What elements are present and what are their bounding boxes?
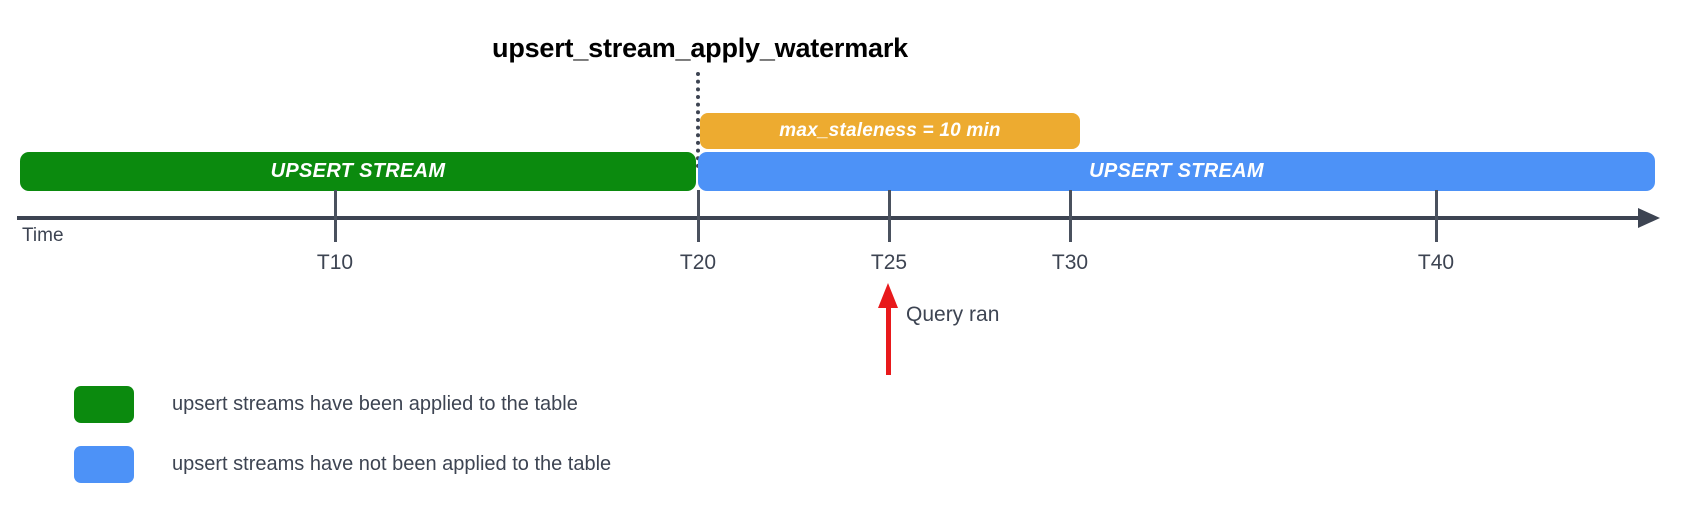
axis-tick-t10 — [334, 190, 337, 242]
axis-tick-label-t25: T25 — [870, 251, 908, 274]
max-staleness-label: max_staleness = 10 min — [779, 120, 1001, 141]
legend-swatch-applied — [74, 386, 134, 423]
axis-tick-t40 — [1435, 190, 1438, 242]
query-ran-arrow-shaft — [886, 305, 891, 375]
axis-tick-label-t20: T20 — [679, 251, 717, 274]
legend-item-label: upsert streams have been applied to the … — [172, 393, 578, 415]
axis-tick-t25 — [888, 190, 891, 242]
legend-item: upsert streams have not been applied to … — [74, 446, 611, 483]
upsert-stream-applied-label: UPSERT STREAM — [270, 160, 446, 182]
upsert-stream-not-applied-label: UPSERT STREAM — [1089, 160, 1264, 182]
query-ran-arrow-icon — [878, 283, 898, 308]
legend-item-label: upsert streams have not been applied to … — [172, 453, 612, 475]
axis-tick-label-t40: T40 — [1417, 251, 1455, 274]
max-staleness-bar: max_staleness = 10 min — [700, 113, 1080, 149]
time-axis-caption: Time — [22, 225, 64, 246]
legend: upsert streams have been applied to the … — [74, 386, 611, 506]
legend-swatch-not-applied — [74, 446, 134, 483]
watermark-dotted-line — [696, 72, 700, 168]
axis-tick-t30 — [1069, 190, 1072, 242]
query-ran-label: Query ran — [906, 303, 1000, 326]
legend-item: upsert streams have been applied to the … — [74, 386, 611, 423]
axis-tick-t20 — [697, 190, 700, 242]
axis-tick-label-t10: T10 — [316, 251, 354, 274]
upsert-stream-not-applied-bar: UPSERT STREAM — [698, 152, 1655, 191]
time-axis-line — [17, 216, 1642, 220]
upsert-stream-applied-bar: UPSERT STREAM — [20, 152, 696, 191]
time-axis-arrow-icon — [1638, 208, 1660, 228]
page-title: upsert_stream_apply_watermark — [492, 33, 908, 63]
axis-tick-label-t30: T30 — [1051, 251, 1089, 274]
